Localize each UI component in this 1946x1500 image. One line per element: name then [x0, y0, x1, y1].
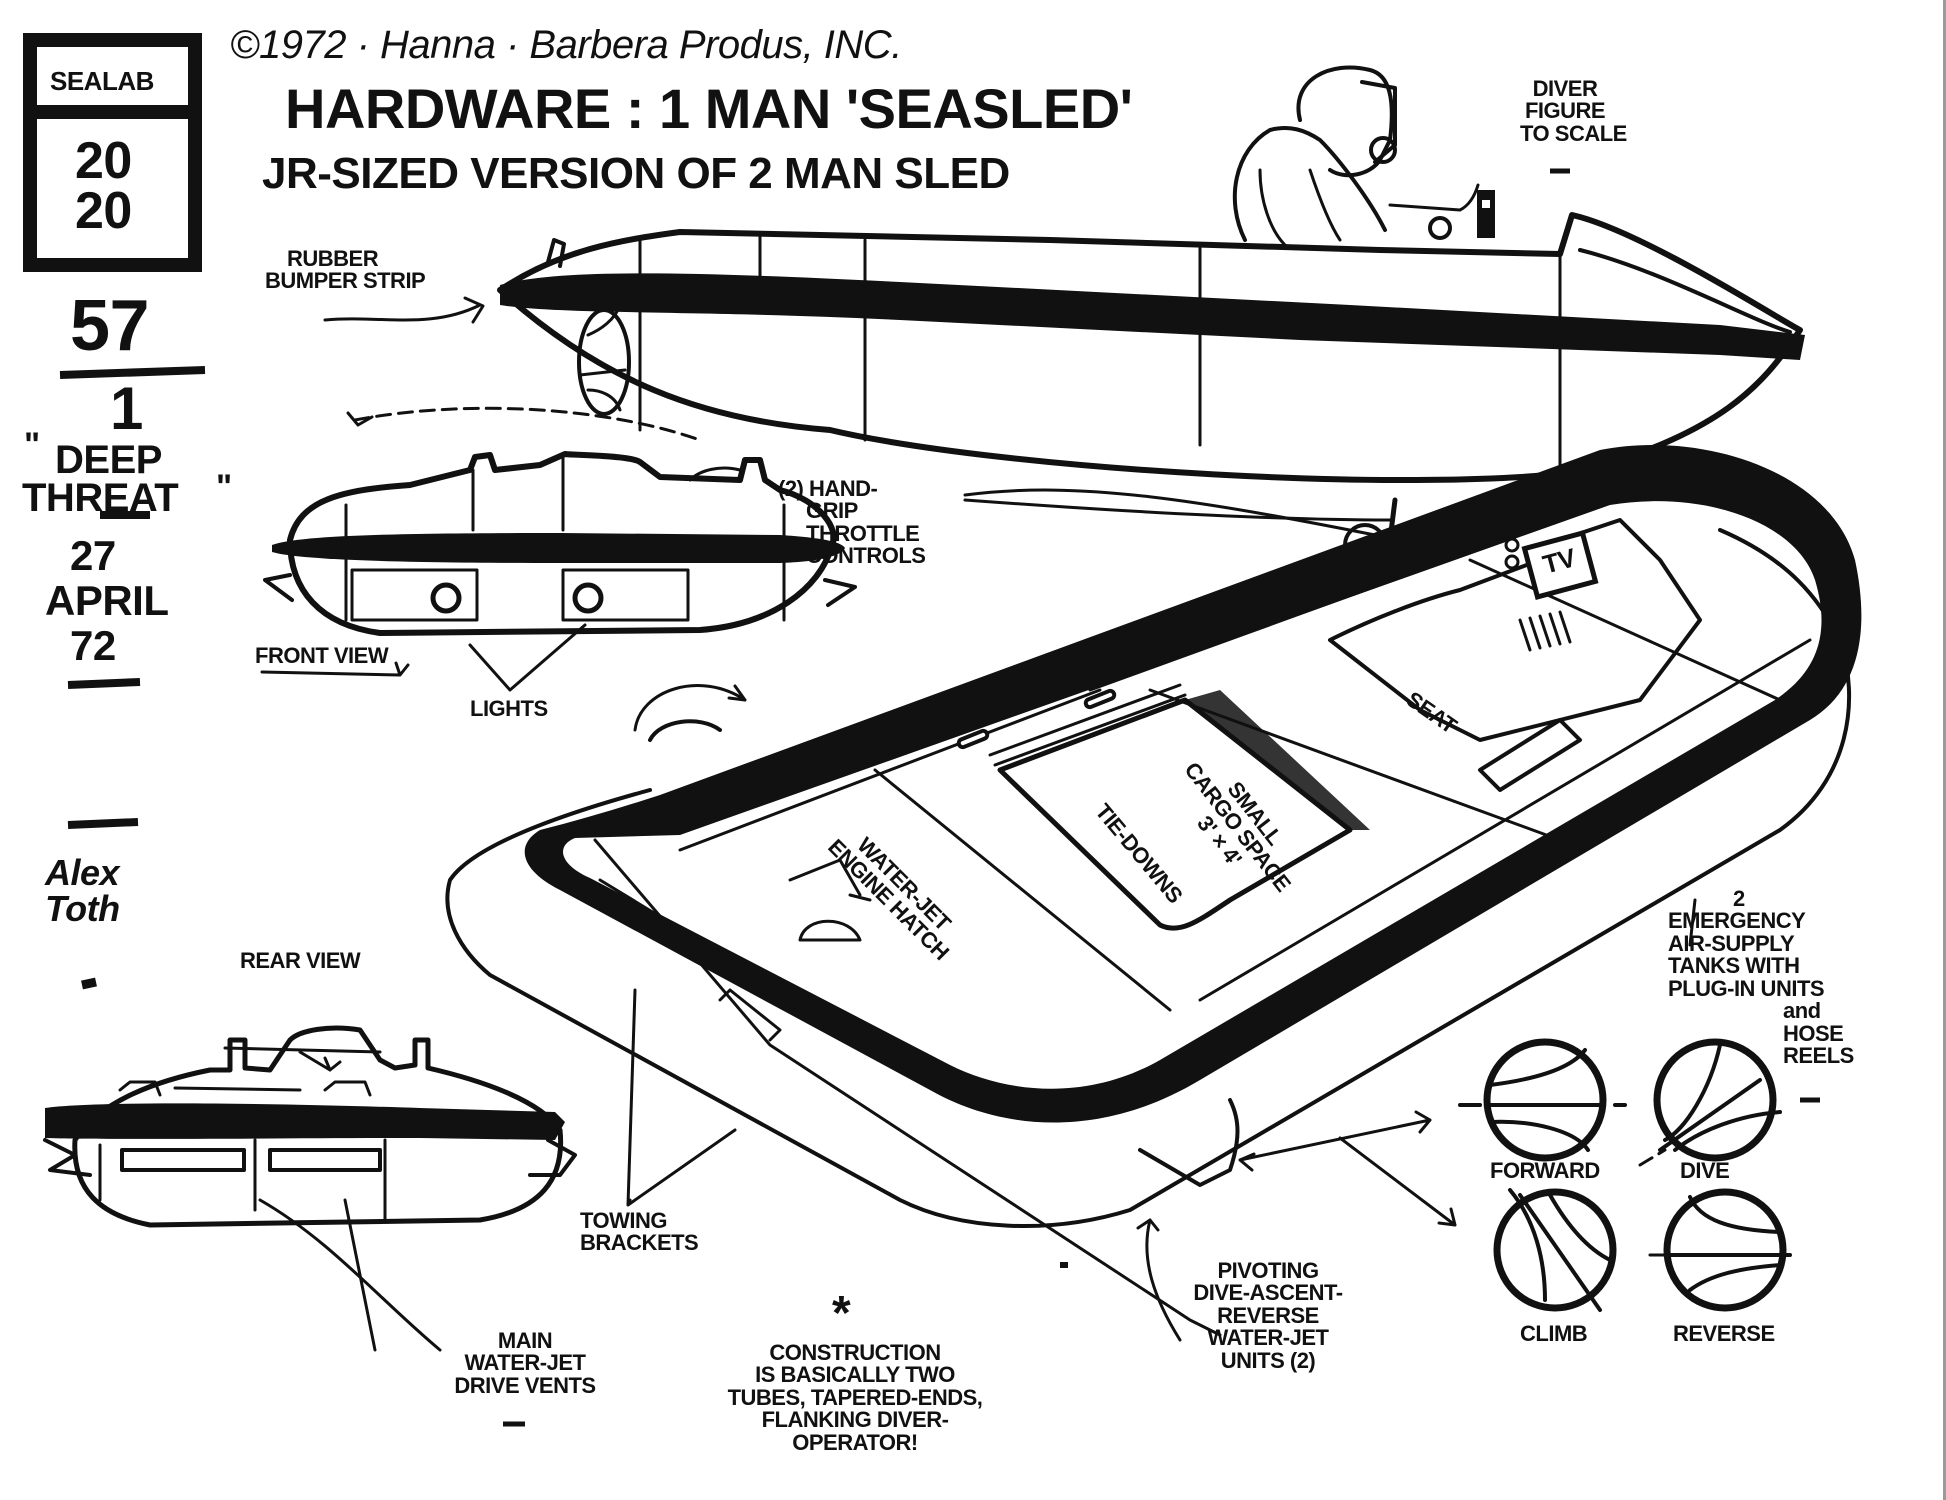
label-front-view: FRONT VIEW: [255, 643, 389, 668]
label-construction: CONSTRUCTION IS BASICALLY TWO TUBES, TAP…: [700, 1340, 1010, 1455]
handgrip-leader: [963, 488, 1402, 542]
pivot-arrow: [1136, 1218, 1182, 1342]
construction-asterisk: *: [832, 1287, 851, 1340]
label-line: MAIN: [497, 1328, 553, 1353]
label-line: PIVOTING: [1217, 1258, 1319, 1283]
label-line: FIGURE: [1524, 98, 1606, 124]
artist-signature: Alex Toth: [45, 852, 120, 929]
towing-arrows: [626, 988, 737, 1207]
label-line: GRIP: [806, 498, 858, 524]
label-pivoting-units: PIVOTING DIVE-ASCENT- REVERSE WATER-JET …: [1168, 1258, 1368, 1373]
label-line: CONTROLS: [806, 543, 926, 569]
mode-arrow-2: [1338, 1136, 1457, 1227]
rear-view-sled: [43, 1025, 577, 1352]
jet-mode-label-dive: DIVE: [1680, 1158, 1730, 1183]
iso-sled: [445, 444, 1862, 1229]
episode-title-line2: THREAT: [22, 476, 179, 520]
show-number-bottom: 20: [75, 182, 132, 240]
jet-mode-label-climb: CLIMB: [1520, 1321, 1588, 1346]
show-name: SEALAB: [50, 66, 154, 96]
label-line: TUBES, TAPERED-ENDS,: [727, 1384, 983, 1410]
episode-title-line1: DEEP: [55, 438, 162, 482]
date-month: APRIL: [45, 577, 169, 624]
label-line: UNITS (2): [1220, 1347, 1316, 1373]
label-rubber-bumper: RUBBER BUMPER STRIP: [265, 246, 426, 294]
jet-mode-label-reverse: REVERSE: [1673, 1321, 1775, 1346]
side-view-sled: [497, 212, 1805, 483]
label-towing-brackets: TOWING BRACKETS: [580, 1208, 699, 1256]
jet-mode-reverse: [1648, 1188, 1792, 1312]
episode-title-close-quote: ": [216, 468, 232, 506]
bumper-arrow: [323, 296, 485, 324]
page-title: HARDWARE : 1 MAN 'SEASLED': [285, 77, 1133, 140]
label-line: DIVE-ASCENT-: [1193, 1280, 1343, 1306]
label-line: EMERGENCY: [1668, 908, 1806, 934]
label-line: OPERATOR!: [792, 1429, 918, 1455]
jet-mode-dive: [1638, 1038, 1782, 1167]
label-line: (2) HAND-: [778, 476, 878, 501]
label-line: CONSTRUCTION: [769, 1340, 941, 1365]
handgrip-leader-2: [963, 498, 1392, 522]
label-line: IS BASICALLY TWO: [755, 1362, 955, 1388]
jet-mode-label-forward: FORWARD: [1490, 1158, 1600, 1183]
label-line: RUBBER: [287, 246, 379, 271]
label-line: DIVER: [1532, 76, 1598, 101]
label-line: THROTTLE: [806, 520, 920, 546]
emergency-leader: [1688, 898, 1697, 947]
label-line: FLANKING DIVER-: [761, 1407, 949, 1433]
date-day: 27: [70, 532, 116, 579]
label-line: DRIVE VENTS: [454, 1372, 596, 1398]
label-line: REELS: [1783, 1043, 1854, 1069]
mode-arrow: [1238, 1110, 1432, 1172]
label-line: and: [1783, 998, 1821, 1024]
episode-title-open-quote: ": [24, 426, 40, 464]
label-line: WATER-JET: [464, 1350, 586, 1376]
front-view-sled: [260, 406, 857, 692]
label-diver-figure: DIVER FIGURE to SCALE: [1520, 76, 1627, 146]
label-line: WATER-JET: [1207, 1325, 1329, 1351]
label-line: AIR-SUPPLY: [1668, 930, 1795, 956]
main-leader: [593, 838, 1222, 1337]
label-line: REVERSE: [1217, 1302, 1319, 1328]
label-line: TANKS WITH: [1668, 953, 1800, 979]
sheet-number: 57: [70, 286, 150, 366]
episode-number: 1: [110, 375, 143, 442]
label-rear-view: REAR VIEW: [240, 948, 361, 973]
date-year: 72: [70, 622, 116, 669]
label-main-vents: MAIN WATER-JET DRIVE VENTS: [430, 1328, 620, 1398]
show-number-top: 20: [75, 132, 132, 190]
label-hand-grip: (2) HAND- GRIP THROTTLE CONTROLS: [778, 476, 926, 569]
label-line: to SCALE: [1520, 120, 1627, 146]
sealab-slate: [23, 33, 206, 990]
diver-figure: [1232, 65, 1570, 247]
label-line: 2: [1733, 886, 1745, 911]
jet-mode-climb: [1493, 1188, 1617, 1312]
label-line: BRACKETS: [580, 1230, 699, 1256]
label-emergency-air: 2 EMERGENCY AIR-SUPPLY TANKS WITH PLUG-I…: [1668, 886, 1854, 1069]
page-subtitle: JR-SIZED VERSION OF 2 MAN SLED: [262, 149, 1010, 198]
label-line: HOSE: [1783, 1020, 1844, 1046]
jet-mode-forward: [1458, 1038, 1627, 1162]
label-lights: LIGHTS: [470, 696, 548, 721]
label-line: TOWING: [580, 1208, 668, 1233]
label-line: PLUG-IN UNITS: [1668, 975, 1825, 1001]
label-line: BUMPER STRIP: [265, 268, 426, 294]
scan-edge: [1943, 0, 1946, 1500]
copyright-line: ©1972 · Hanna · Barbera Produs, INC.: [230, 23, 902, 67]
